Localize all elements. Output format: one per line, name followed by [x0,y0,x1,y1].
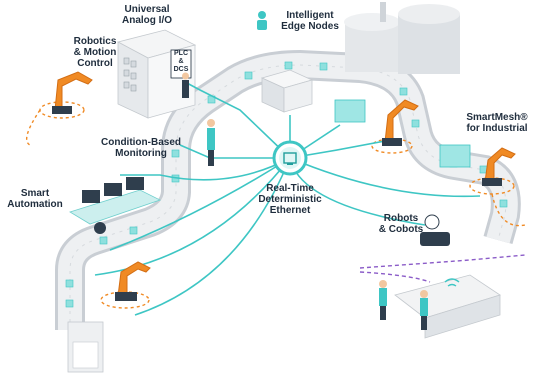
label-line: Robots [383,213,419,224]
label-line: Universal [124,4,170,15]
label-line: Smart [20,188,50,199]
label-line: for Industrial [466,123,528,134]
smart-automation-label: Smart Automation [4,188,66,210]
label-line: Intelligent [286,10,334,21]
ethernet-label: Real-Time Deterministic Ethernet [254,183,326,216]
smartmesh-label: SmartMesh® for Industrial [462,112,532,134]
edge-node-box [260,69,314,113]
label-line: Real-Time [266,183,314,194]
workers [182,72,428,330]
label-line: Edge Nodes [281,21,339,32]
label-line: Automation [7,199,63,210]
robotics-label: Robotics & Motion Control [68,36,122,69]
edge-node-person-icon [257,11,267,30]
robots-cobots-label: Robots & Cobots [376,213,426,235]
badge-line: PLC [174,50,188,57]
robot-arms [52,71,516,301]
wifi-icon [444,278,460,287]
label-line: Robotics [73,36,117,47]
edge-nodes-label: Intelligent Edge Nodes [272,10,348,32]
label-line: & Motion [73,47,117,58]
ethernet-hub-icon [272,140,308,176]
storage-silos [344,2,460,74]
label-line: Analog I/O [122,15,172,26]
universal-io-label: Universal Analog I/O [110,4,184,26]
label-line: SmartMesh® [466,112,528,123]
label-line: Deterministic [258,194,322,205]
pallet-stacks [334,99,471,168]
badge-line: DCS [173,66,189,73]
control-desk [69,177,162,234]
badge-line: & [178,58,184,65]
label-line: & Cobots [378,224,424,235]
label-line: Ethernet [269,205,311,216]
label-line: Control [77,58,113,69]
plc-dcs-badge: PLC & DCS [170,50,192,74]
condition-monitoring-label: Condition-Based Monitoring [98,137,184,159]
plc-dcs-cabinet [116,29,197,119]
loading-dock [67,321,104,373]
label-line: Condition-Based [101,137,181,148]
label-line: Monitoring [115,148,167,159]
robot-wireless-links [359,254,526,283]
